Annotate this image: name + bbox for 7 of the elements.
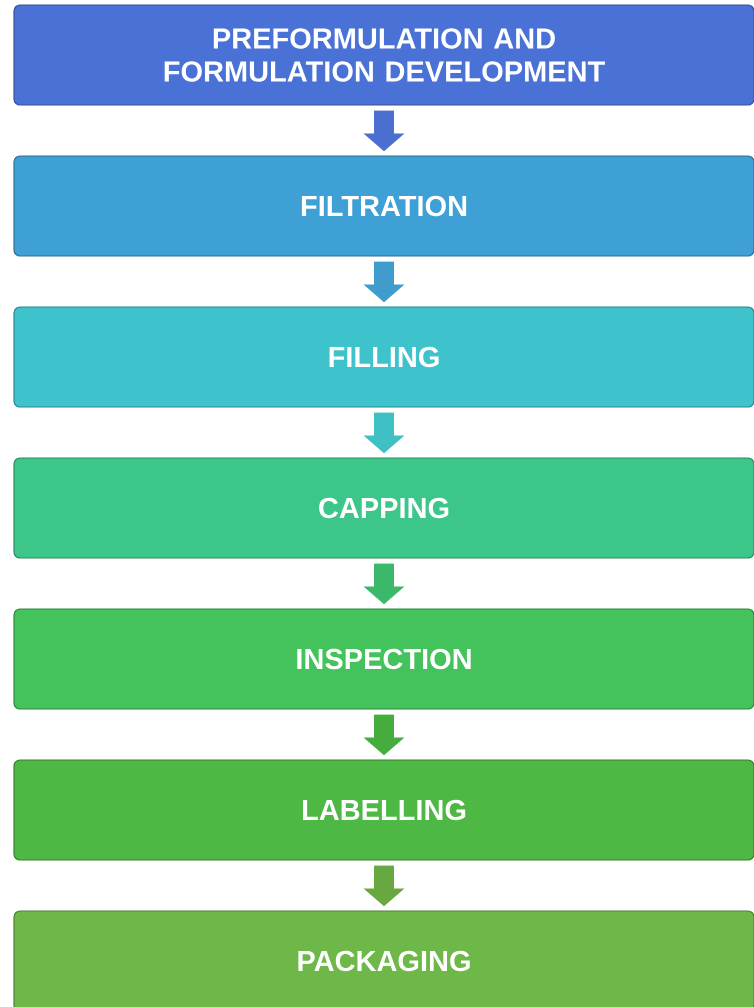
process-box: FILLING <box>13 306 754 408</box>
process-box: PACKAGING <box>13 910 754 1007</box>
process-box: PREFORMULATION AND FORMULATION DEVELOPMENT <box>13 4 754 106</box>
process-box: FILTRATION <box>13 155 754 257</box>
process-box: INSPECTION <box>13 608 754 710</box>
process-box: CAPPING <box>13 457 754 559</box>
process-box: LABELLING <box>13 759 754 861</box>
